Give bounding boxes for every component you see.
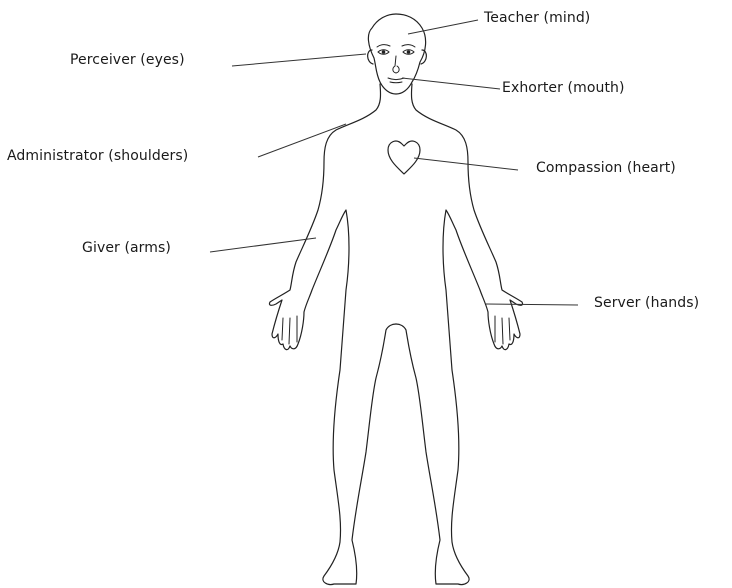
- label-server: Server (hands): [594, 295, 699, 311]
- leader-line-administrator: [258, 124, 346, 157]
- leader-line-perceiver: [232, 54, 366, 66]
- label-giver: Giver (arms): [82, 240, 171, 256]
- face-features: [377, 45, 415, 83]
- leader-line-compassion: [414, 158, 518, 170]
- leader-line-giver: [210, 238, 316, 252]
- leader-line-teacher: [408, 20, 478, 34]
- right-hand-detail: [495, 316, 510, 344]
- human-figure-outline: [269, 14, 522, 585]
- label-exhorter: Exhorter (mouth): [502, 80, 625, 96]
- label-perceiver: Perceiver (eyes): [70, 52, 185, 68]
- left-ear: [368, 50, 373, 64]
- leader-line-server: [486, 304, 578, 305]
- head-outline: [368, 14, 425, 94]
- leader-line-exhorter: [402, 78, 500, 89]
- label-teacher: Teacher (mind): [484, 10, 590, 26]
- heart-icon: [388, 141, 420, 174]
- label-compassion: Compassion (heart): [536, 160, 676, 176]
- left-hand-detail: [282, 316, 297, 344]
- leader-lines: [210, 20, 578, 305]
- label-administrator: Administrator (shoulders): [7, 148, 188, 164]
- figure-left-side: [269, 84, 396, 585]
- figure-right-side: [396, 84, 523, 585]
